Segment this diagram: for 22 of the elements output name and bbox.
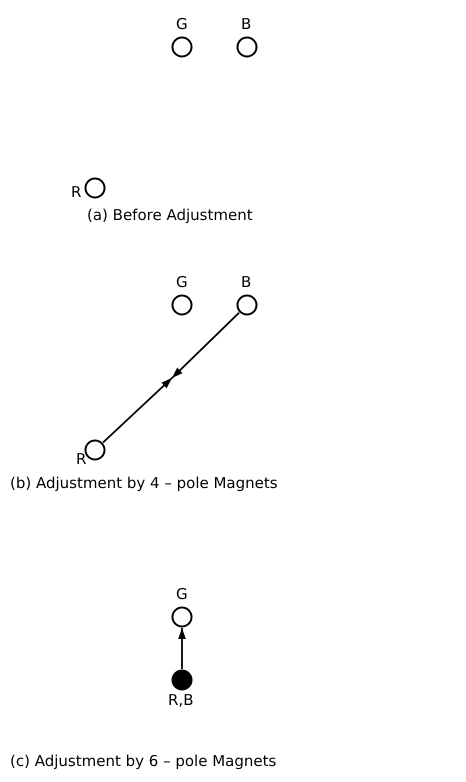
marker-circle: [236, 294, 258, 316]
marker-circle: [171, 606, 193, 628]
marker-circle: [171, 669, 193, 691]
marker-circle: [171, 36, 193, 58]
marker-circle: [84, 439, 106, 461]
point-label: B: [241, 16, 252, 32]
point-label: G: [176, 16, 188, 32]
point-label: G: [176, 274, 188, 290]
arrow: [102, 377, 173, 444]
marker-circle: [171, 294, 193, 316]
point-label: G: [176, 586, 188, 602]
marker-circle: [84, 177, 106, 199]
point-label: R: [71, 184, 82, 200]
panel-caption: (c) Adjustment by 6 – pole Magnets: [10, 752, 276, 770]
point-label: R,B: [168, 692, 194, 708]
point-label: B: [241, 274, 252, 290]
arrow: [178, 628, 186, 669]
point-label: R: [76, 451, 86, 467]
panel-caption: (a) Before Adjustment: [87, 206, 253, 224]
marker-circle: [236, 36, 258, 58]
arrow: [171, 312, 240, 379]
panel-caption: (b) Adjustment by 4 – pole Magnets: [10, 474, 278, 492]
